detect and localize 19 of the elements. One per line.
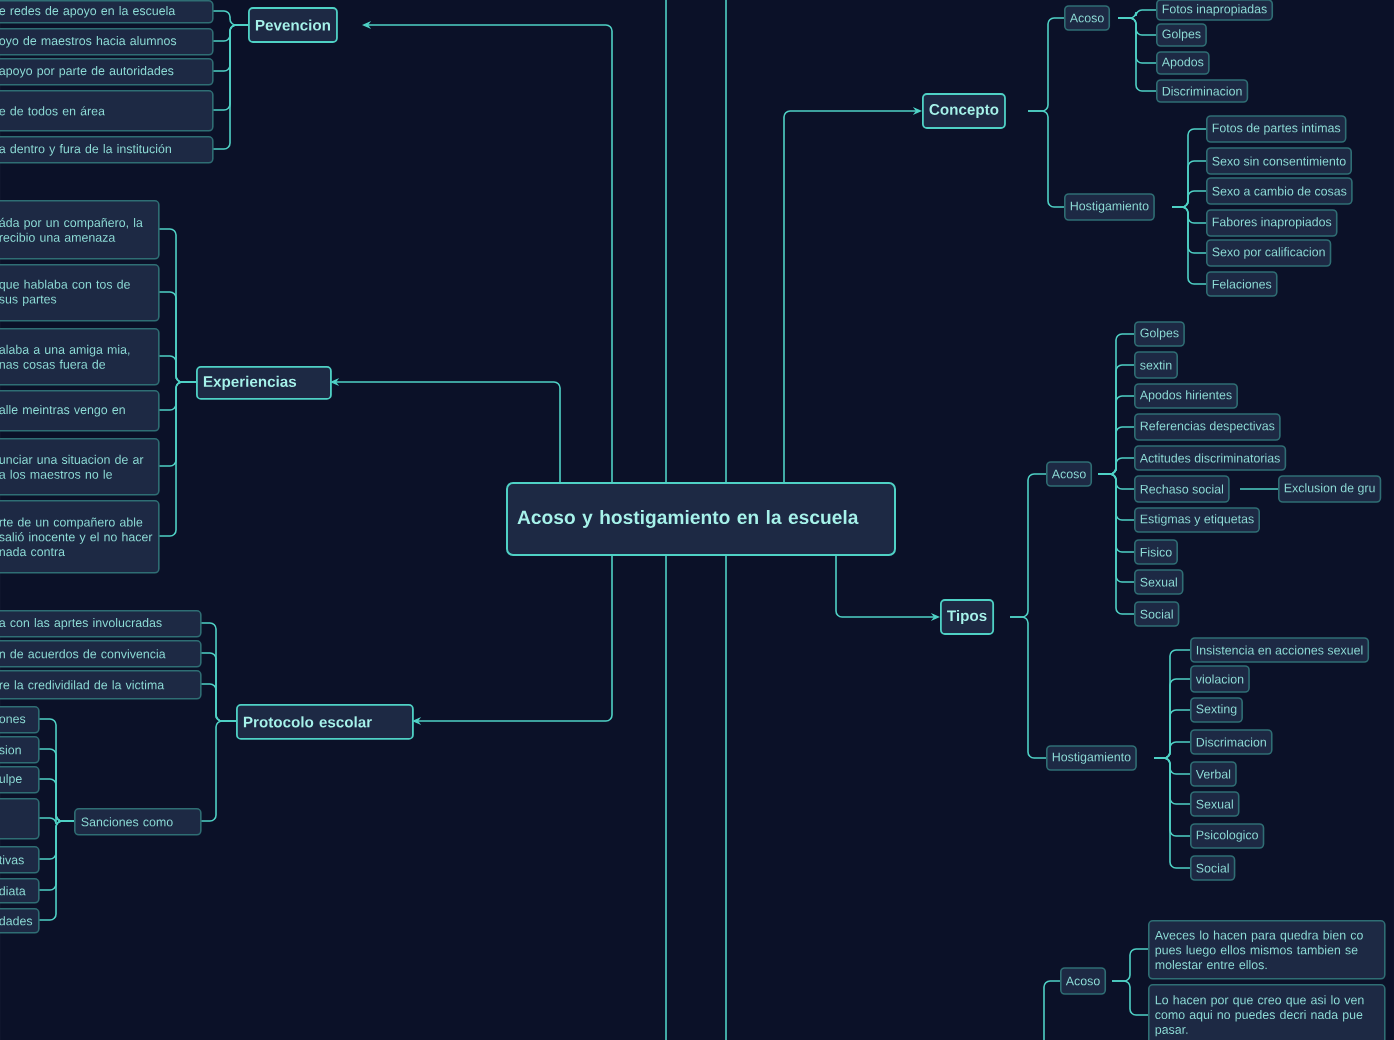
connector-line	[1043, 980, 1061, 1040]
central-topic-box: Acoso y hostigamiento en la escuela	[506, 482, 896, 556]
connector-line	[1009, 616, 1047, 759]
connector-line	[157, 381, 197, 537]
connector-line	[199, 720, 237, 822]
connector-line	[725, 0, 727, 483]
connector-line	[1153, 757, 1191, 869]
connector-line	[37, 820, 75, 921]
connector-line	[725, 553, 727, 1040]
connector-line	[665, 553, 667, 1040]
empty-box	[0, 798, 40, 840]
connector-line	[1171, 206, 1207, 285]
connector-line	[1111, 980, 1149, 1016]
connector-line	[211, 24, 249, 150]
connector-line	[665, 0, 667, 483]
connector-line	[1097, 473, 1135, 615]
connector-line	[1027, 110, 1065, 208]
connector-line	[1117, 17, 1157, 92]
connector-line	[1239, 488, 1279, 490]
